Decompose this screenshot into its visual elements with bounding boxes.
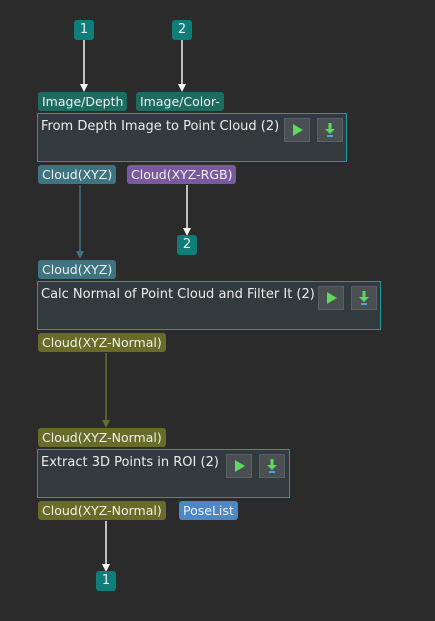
step-button[interactable] (317, 118, 343, 142)
download-arrow-icon (359, 291, 369, 305)
port-in-image-depth[interactable]: Image/Depth (38, 92, 128, 111)
port-out-cloud-xyz-rgb[interactable]: Cloud(XYZ-RGB) (127, 165, 237, 184)
port-out-cloud-xyz-normal[interactable]: Cloud(XYZ-Normal) (38, 501, 166, 520)
download-arrow-icon (325, 123, 335, 137)
node-title: Calc Normal of Point Cloud and Filter It… (41, 287, 315, 302)
play-icon (327, 292, 337, 304)
play-icon (293, 124, 303, 136)
play-icon (235, 460, 245, 472)
port-out-cloud-xyz-normal[interactable]: Cloud(XYZ-Normal) (38, 333, 166, 352)
node-title: Extract 3D Points in ROI (2) (41, 455, 219, 470)
output-badge-2[interactable]: 2 (177, 235, 197, 255)
node-depth-to-point-cloud[interactable]: From Depth Image to Point Cloud (2) (37, 113, 347, 162)
step-button[interactable] (259, 454, 285, 478)
node-calc-normal-filter[interactable]: Calc Normal of Point Cloud and Filter It… (37, 281, 381, 330)
run-button[interactable] (318, 286, 344, 310)
port-out-poselist[interactable]: PoseList (179, 501, 238, 520)
port-out-cloud-xyz[interactable]: Cloud(XYZ) (38, 165, 117, 184)
port-in-image-color[interactable]: Image/Color- (136, 92, 224, 111)
input-badge-2[interactable]: 2 (172, 20, 192, 40)
download-arrow-icon (267, 459, 277, 473)
step-button[interactable] (351, 286, 377, 310)
run-button[interactable] (226, 454, 252, 478)
port-in-cloud-xyz[interactable]: Cloud(XYZ) (38, 260, 117, 279)
run-button[interactable] (284, 118, 310, 142)
output-badge-1[interactable]: 1 (96, 571, 116, 591)
port-in-cloud-xyz-normal[interactable]: Cloud(XYZ-Normal) (38, 428, 166, 447)
node-title: From Depth Image to Point Cloud (2) (41, 119, 280, 134)
node-extract-3d-points-roi[interactable]: Extract 3D Points in ROI (2) (37, 449, 290, 498)
input-badge-1[interactable]: 1 (74, 20, 94, 40)
